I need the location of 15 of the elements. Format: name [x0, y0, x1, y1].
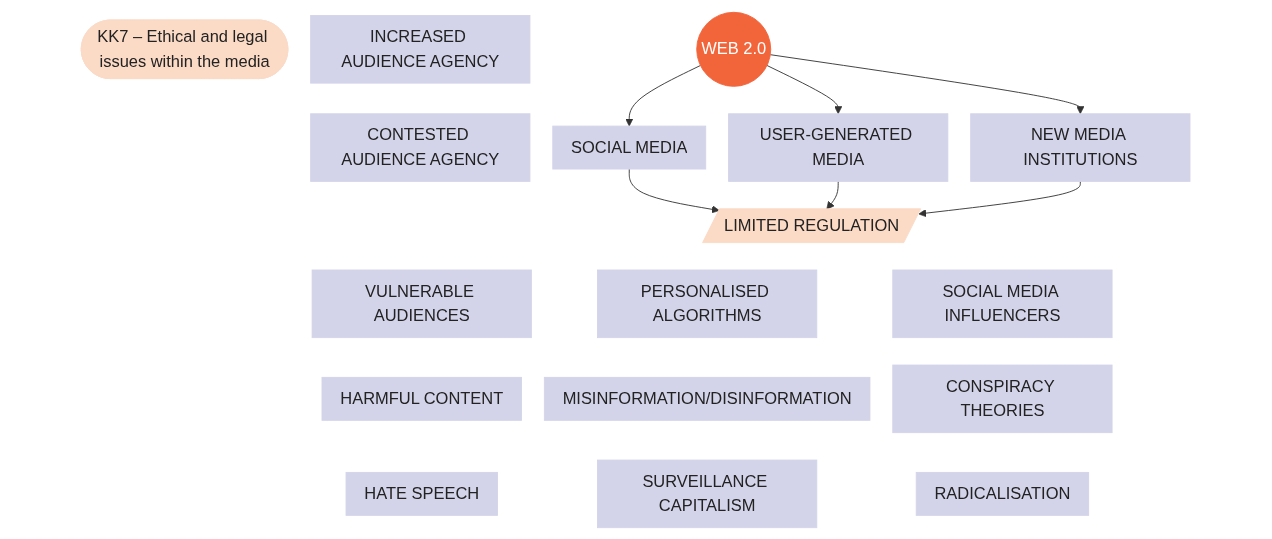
node-box: CONTESTED AUDIENCE AGENCY	[310, 112, 531, 182]
node-box: INCREASED AUDIENCE AGENCY	[310, 14, 531, 84]
node-box: SOCIAL MEDIA INFLUENCERS	[892, 269, 1113, 338]
node-box: HATE SPEECH	[345, 471, 499, 516]
node-circle: WEB 2.0	[696, 11, 772, 87]
node-box: HARMFUL CONTENT	[321, 376, 523, 421]
node-box: USER-GENERATED MEDIA	[728, 112, 949, 182]
node-box: VULNERABLE AUDIENCES	[312, 269, 533, 338]
node-box: SURVEILLANCE CAPITALISM	[597, 459, 818, 528]
node-box: SOCIAL MEDIA	[552, 125, 707, 169]
node-box: MISINFORMATION/DISINFORMATION	[544, 376, 871, 421]
node-box: CONSPIRACY THEORIES	[892, 364, 1113, 433]
node-box: RADICALISATION	[916, 471, 1090, 516]
node-box: PERSONALISED ALGORITHMS	[597, 269, 818, 338]
node-box: NEW MEDIA INSTITUTIONS	[970, 112, 1191, 182]
